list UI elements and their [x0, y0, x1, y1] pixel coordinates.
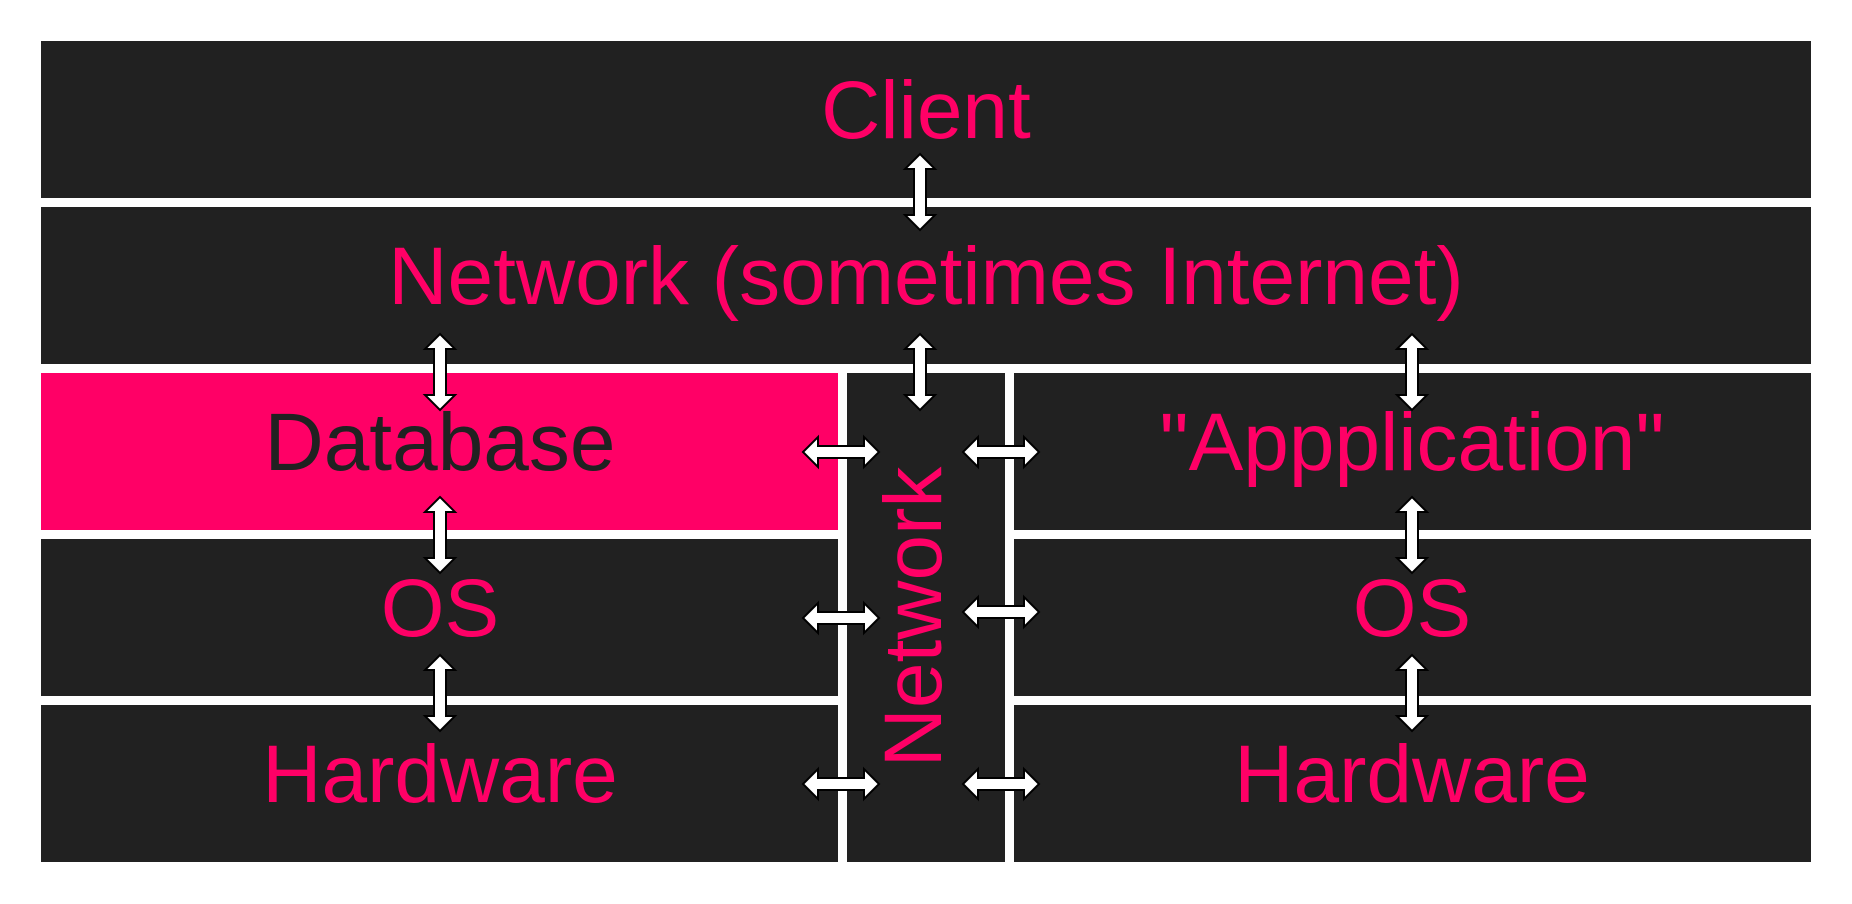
os-right-label: OS	[1353, 563, 1471, 654]
hardware-left-network-arrow-icon	[802, 768, 880, 800]
application-label: "Appplication"	[1160, 397, 1665, 488]
hardware-left-label: Hardware	[262, 729, 617, 820]
client-label: Client	[821, 65, 1031, 156]
database-os-arrow-icon	[424, 496, 456, 574]
network-application-arrow-icon	[1396, 333, 1428, 411]
hardware-right-label: Hardware	[1234, 729, 1589, 820]
network-middle-label: Network	[868, 466, 959, 768]
os-left-label: OS	[381, 563, 499, 654]
network-top-label: Network (sometimes Internet)	[388, 231, 1463, 322]
application-os-arrow-icon	[1396, 496, 1428, 574]
os-left-network-arrow-icon	[802, 602, 880, 634]
network-top-block	[41, 207, 1811, 364]
network-middle-arrow-icon	[904, 333, 936, 411]
network-database-arrow-icon	[424, 333, 456, 411]
database-label: Database	[264, 397, 615, 488]
database-network-arrow-icon	[802, 436, 880, 468]
